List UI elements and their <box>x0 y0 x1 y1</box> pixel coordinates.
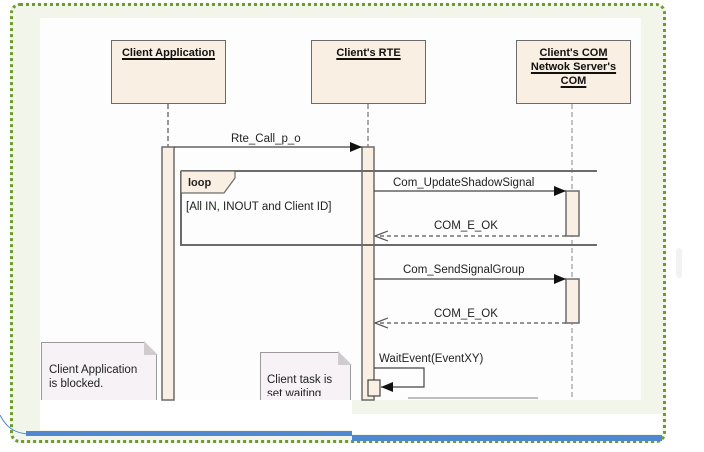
message-label-com-e-ok-2: COM_E_OK <box>434 308 498 320</box>
lifeline-clients-rte[interactable]: Client's RTE <box>311 40 426 104</box>
lifeline-client-application[interactable]: Client Application <box>111 40 226 104</box>
return-arrowhead-2 <box>373 317 389 329</box>
activation-app <box>161 146 175 401</box>
message-label-com-e-ok-1: COM_E_OK <box>434 220 498 232</box>
loop-operator-tab <box>180 170 236 194</box>
return-arrowhead-1 <box>373 230 389 242</box>
lifeline-label-line: Client's COM <box>539 47 608 59</box>
canvas-bottom-strip-right <box>352 414 662 434</box>
note-line: Client task is <box>267 374 333 386</box>
loop-fragment-frame <box>180 170 597 246</box>
connector-curve <box>0 415 29 435</box>
accent-bar-right <box>352 435 662 441</box>
lifeline-clients-com[interactable]: Client's COM Netwok Server's COM <box>516 40 631 104</box>
note-client-task-waiting[interactable]: Client task is set waiting <box>260 351 352 400</box>
message-label-update-shadow-signal: Com_UpdateShadowSignal <box>393 177 535 189</box>
note-line: Client Application <box>49 364 138 376</box>
note-fold-corner <box>338 351 352 365</box>
message-label-send-signal-group: Com_SendSignalGroup <box>403 264 525 276</box>
loop-guard-label: [All IN, INOUT and Client ID] <box>186 201 332 213</box>
lifeline-label-line: Netwok Server's <box>530 61 617 73</box>
activation-rte <box>361 146 375 401</box>
note-line: is blocked. <box>49 378 104 390</box>
note-line: set waiting <box>267 388 322 396</box>
lifeline-label-line: COM <box>560 75 587 87</box>
activation-com-1 <box>565 190 580 237</box>
note-client-app-blocked[interactable]: Client Application is blocked. <box>41 341 158 400</box>
accent-bar-left <box>26 431 352 436</box>
note-fold-corner <box>144 341 158 355</box>
message-label-rte-call: Rte_Call_p_o <box>231 133 301 145</box>
loop-operator-label: loop <box>188 177 212 189</box>
activation-com-2 <box>565 278 580 324</box>
message-label-wait-event: WaitEvent(EventXY) <box>379 353 484 365</box>
lifeline-label: Client's RTE <box>336 47 401 59</box>
lifeline-label: Client Application <box>121 47 216 59</box>
message-wait-event <box>374 367 425 392</box>
scroll-ghost <box>676 248 682 278</box>
activation-rte-nested <box>367 379 381 397</box>
canvas-bottom-strip <box>40 400 352 430</box>
